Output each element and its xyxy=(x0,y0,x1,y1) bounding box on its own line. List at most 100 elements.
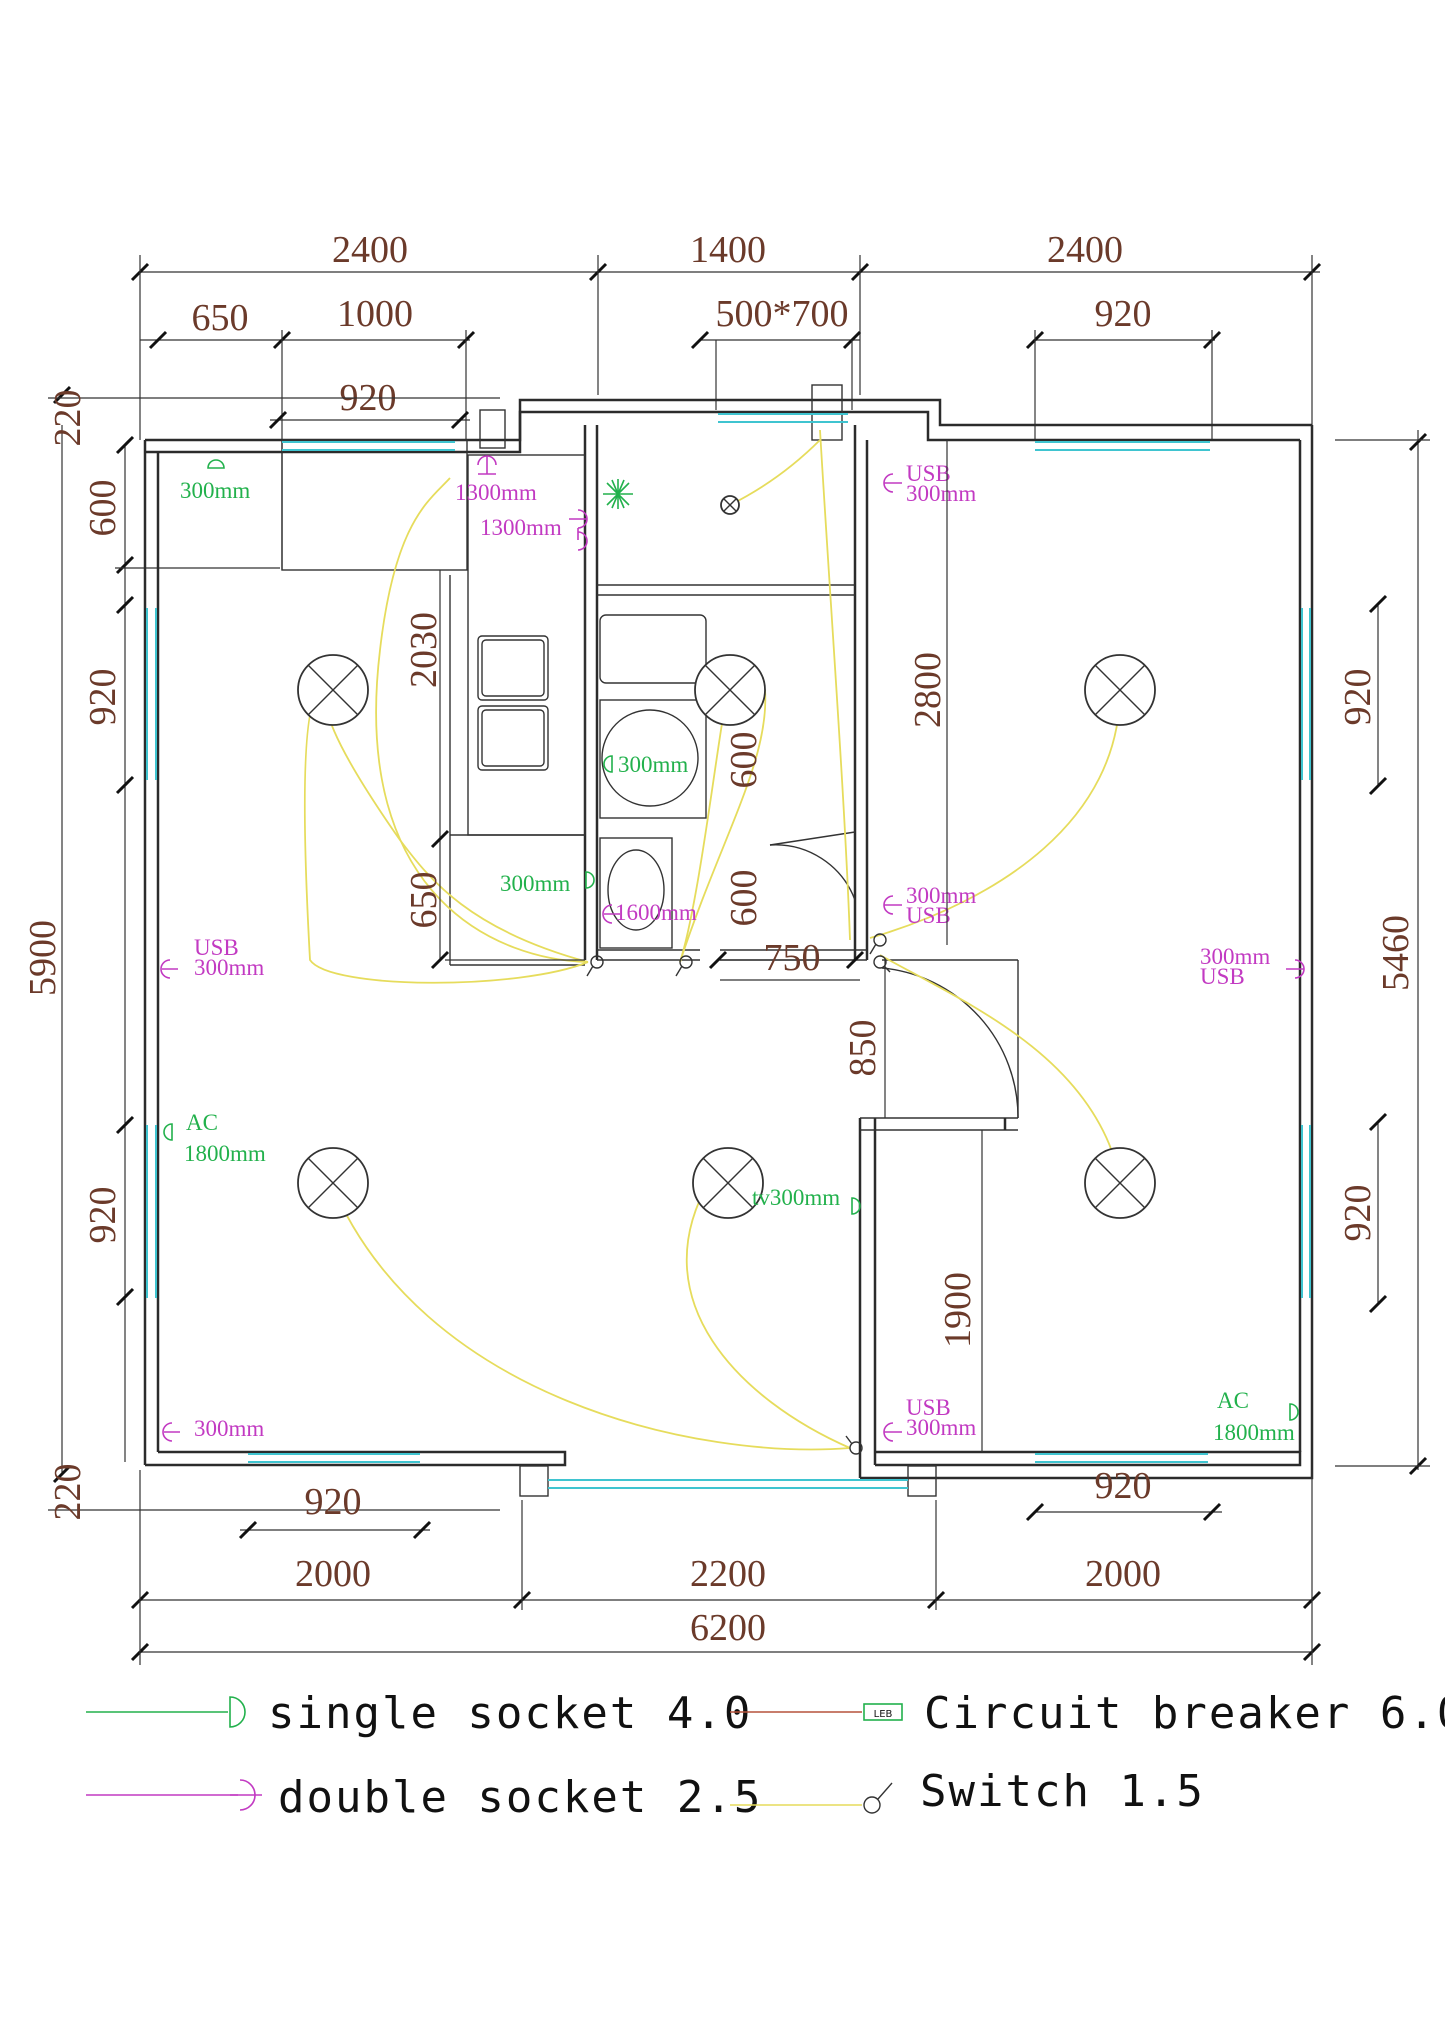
single-socket-icon xyxy=(603,755,613,773)
switches xyxy=(586,933,891,1455)
double-socket-icon xyxy=(160,959,178,979)
single-socket-icon xyxy=(851,1197,861,1215)
dim-hall-850: 850 xyxy=(842,1020,884,1077)
interior-dimension-labels: 2030 650 2800 600 600 750 850 1900 xyxy=(403,612,979,1348)
top-dimension-labels: 2400 1400 2400 650 1000 500*700 920 920 xyxy=(192,229,1152,419)
socket-symbols xyxy=(160,455,1305,1442)
dim-top-middle: 1400 xyxy=(690,229,766,271)
double-socket-icon xyxy=(569,509,588,540)
ceiling-lights xyxy=(297,479,1156,1219)
exhaust-fan-icon xyxy=(603,479,633,509)
single-socket-icon xyxy=(1289,1403,1299,1421)
label-bed1-usb-tag: USB xyxy=(906,461,951,486)
label-living-usb-height: 300mm xyxy=(194,955,264,980)
label-bed2-usb-tag: USB xyxy=(906,1395,951,1420)
dim-right-920-top: 920 xyxy=(1337,669,1379,726)
double-socket-icon xyxy=(162,1422,180,1442)
switch-icon-bath xyxy=(675,955,693,977)
wiring xyxy=(303,429,1121,1451)
label-bath-single-2: 300mm xyxy=(500,871,570,896)
bottom-dimension-labels: 920 920 2000 2200 2000 6200 xyxy=(295,1465,1161,1649)
double-socket-icon xyxy=(883,895,902,915)
right-dimension-lines xyxy=(1335,430,1430,1476)
dim-door-750: 750 xyxy=(764,937,821,979)
dim-top-left: 2400 xyxy=(332,229,408,271)
dim-top-650: 650 xyxy=(192,297,249,339)
dim-left-5900: 5900 xyxy=(22,920,64,996)
legend-switch-label: Switch 1.5 xyxy=(920,1766,1205,1817)
dim-left-600: 600 xyxy=(82,480,124,537)
legend-single-socket-label: single socket 4.0 xyxy=(268,1688,752,1739)
label-bed1-mid-usb: USB xyxy=(906,903,951,928)
label-living-ac-tag: AC xyxy=(186,1110,218,1135)
legend: single socket 4.0 LEB Circuit breaker 6.… xyxy=(86,1688,1445,1823)
single-socket-icon xyxy=(585,871,595,889)
right-dimension-labels: 920 5460 920 xyxy=(1337,669,1417,1242)
label-living-bottom: 300mm xyxy=(194,1416,264,1441)
label-bath-double: 1600mm xyxy=(615,900,697,925)
dim-left-920-bottom: 920 xyxy=(82,1187,124,1244)
double-socket-icon xyxy=(230,1779,262,1811)
label-living-tv: tv300mm xyxy=(752,1185,840,1210)
dim-kitchen-2030: 2030 xyxy=(403,612,445,688)
switch-icon-kitchen xyxy=(586,955,604,977)
light-fixture-living-center xyxy=(692,1147,764,1219)
dim-bottom-right-window: 920 xyxy=(1095,1465,1152,1507)
label-bed1-mid-height: 300mm xyxy=(906,883,976,908)
legend-switch: Switch 1.5 xyxy=(730,1766,1205,1817)
switch-icon-bedroom1 xyxy=(869,933,887,955)
dim-left-920-top: 920 xyxy=(82,669,124,726)
dim-left-220-top: 220 xyxy=(47,390,89,447)
dim-top-window-size: 500*700 xyxy=(716,293,849,335)
label-bed2-usb-height: 300mm xyxy=(906,1415,976,1440)
legend-single-socket: single socket 4.0 xyxy=(86,1688,752,1739)
dim-bed2-1900: 1900 xyxy=(937,1272,979,1348)
light-fixture-kitchen xyxy=(297,654,369,726)
windows xyxy=(146,413,1311,1463)
breaker-icon xyxy=(863,1703,903,1721)
dim-left-220-bottom: 220 xyxy=(47,1464,89,1521)
double-socket-icon xyxy=(577,531,588,551)
legend-double-socket: double socket 2.5 xyxy=(86,1772,762,1823)
dim-bottom-middle: 2200 xyxy=(690,1553,766,1595)
light-fixture-bedroom2 xyxy=(1084,1147,1156,1219)
switch-icon xyxy=(863,1796,881,1814)
single-socket-icon xyxy=(207,459,225,469)
double-socket-icon xyxy=(883,473,902,493)
double-socket-icon xyxy=(477,455,497,475)
label-bed1-right-height: 300mm xyxy=(1200,944,1270,969)
dim-right-5460: 5460 xyxy=(1375,915,1417,991)
label-bed1-right-usb: USB xyxy=(1200,964,1245,989)
single-socket-icon xyxy=(163,1123,173,1141)
light-fixture-bedroom1 xyxy=(1084,654,1156,726)
bottom-dimension-lines xyxy=(130,1470,1322,1665)
legend-circuit-breaker: LEB Circuit breaker 6.0 xyxy=(730,1688,1445,1739)
left-dimension-labels: 220 600 920 5900 920 220 xyxy=(22,390,124,1521)
dim-bath-2800: 2800 xyxy=(907,652,949,728)
dim-bottom-left-window: 920 xyxy=(305,1481,362,1523)
single-socket-icon xyxy=(229,1696,246,1728)
dim-right-920-bottom: 920 xyxy=(1337,1185,1379,1242)
label-bed1-usb-height: 300mm xyxy=(906,481,976,506)
label-living-usb-tag: USB xyxy=(194,935,239,960)
interior-dimension-lines xyxy=(430,440,983,1452)
label-bath-single-1: 300mm xyxy=(618,752,688,777)
walls xyxy=(143,384,1314,1497)
dim-top-right-window: 920 xyxy=(1095,293,1152,335)
dim-bottom-overall: 6200 xyxy=(690,1607,766,1649)
label-kitchen-double-2: 1300mm xyxy=(480,515,562,540)
light-fixture-living-left xyxy=(297,1147,369,1219)
dim-top-1000: 1000 xyxy=(337,293,413,335)
left-dimension-lines xyxy=(48,385,500,1511)
label-bed2-ac-height: 1800mm xyxy=(1213,1420,1295,1445)
double-socket-icon xyxy=(883,1422,902,1442)
double-socket-icon xyxy=(1286,959,1305,979)
dim-bottom-right: 2000 xyxy=(1085,1553,1161,1595)
dim-bath-600-top: 600 xyxy=(723,732,765,789)
dim-kitchen-650: 650 xyxy=(403,872,445,929)
label-kitchen-single: 300mm xyxy=(180,478,250,503)
breaker-icon-tag: LEB xyxy=(874,1709,893,1720)
dim-bottom-left: 2000 xyxy=(295,1553,371,1595)
legend-double-socket-label: double socket 2.5 xyxy=(278,1772,762,1823)
